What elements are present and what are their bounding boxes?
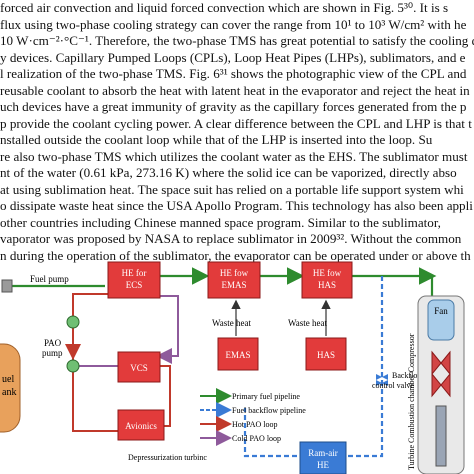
paragraph-line: 10 W·cm⁻²·°C⁻¹. Therefore, the two-phase… (0, 33, 474, 48)
pao-pump-label-2: pump (42, 348, 63, 358)
fan-icon (427, 299, 455, 341)
hot-pao-loop (65, 293, 171, 432)
he-emas-label-1: HE fow (220, 268, 249, 278)
fuel-tank-label-2: ank (2, 387, 16, 398)
waste-heat-label-1: Waste heat (212, 318, 252, 328)
paragraph-line: other countries including Chinese manned… (0, 214, 441, 230)
legend-label: Primary fuel pipeline (232, 392, 300, 401)
paragraph-line: n during the operation of the sublimator… (0, 247, 471, 263)
emas-box: EMAS (217, 337, 259, 371)
avionics-box: Avionics (117, 409, 165, 441)
body-paragraph: forced air convection and liquid forced … (0, 0, 474, 263)
ram-air-he-box: Ram-air HE (299, 441, 347, 474)
fuel-pump-icon (1, 279, 13, 293)
waste-heat-label-2: Waste heat (288, 318, 328, 328)
has-box: HAS (305, 337, 347, 371)
primary-fuel-pipeline (8, 267, 437, 306)
he-for-emas-box: HE fow EMAS (207, 261, 261, 299)
backflow-valve-label-1: Backflow (392, 371, 423, 380)
fan-label: Fan (434, 306, 448, 316)
paragraph-line: vaporator was proposed by NASA to replac… (0, 231, 462, 246)
he-has-label-1: HE fow (313, 268, 342, 278)
paragraph-line: re also two-phase TMS which utilizes the… (0, 148, 468, 164)
paragraph-line: l realization of the two-phase TMS. Fig.… (0, 66, 467, 81)
waste-heat-arrows (231, 299, 331, 336)
has-label: HAS (317, 350, 335, 360)
ram-air-label-2: HE (317, 460, 329, 470)
paragraph-line: o dissipate waste heat since the USA Apo… (0, 198, 473, 213)
avionics-label: Avionics (125, 421, 157, 431)
tms-diagram: Fuel pump uel ank PAO pump HE for ECS HE… (0, 261, 465, 474)
paragraph-line: nt of the water (0.61 kPa, 273.16 K) whe… (0, 165, 457, 180)
backflow-valve-label-2: control valve (372, 381, 414, 390)
paragraph-line: forced air convection and liquid forced … (0, 0, 449, 15)
paragraph-line: uch devices have a great immunity of gra… (0, 99, 467, 114)
he-ecs-label-2: ECS (126, 280, 143, 290)
backflow-control-valve-icon (376, 374, 388, 386)
paragraph-line: y devices. Capillary Pumped Loops (CPLs)… (0, 49, 466, 65)
he-emas-label-2: EMAS (221, 280, 246, 290)
ram-air-label-1: Ram-air (308, 448, 338, 458)
legend-label: Hot PAO loop (232, 420, 278, 429)
he-has-label-2: HAS (318, 280, 336, 290)
fuel-backflow-pipeline (243, 276, 384, 458)
cold-pao-loop (73, 295, 179, 367)
he-for-ecs-box: HE for ECS (107, 261, 161, 299)
pao-pump-icon (66, 359, 80, 373)
pao-pump-label-1: PAO (44, 338, 62, 348)
compressor-turbine-icon (431, 350, 451, 398)
pao-pump-icon (66, 315, 80, 329)
paragraph-line: at using sublimation heat. The space sui… (0, 181, 464, 197)
paragraph-line: reusable coolant to absorb the heat with… (0, 82, 470, 98)
fuel-tank: uel ank (0, 343, 21, 433)
depressurization-turbine-label: Depressurization turbinc (128, 453, 207, 462)
legend-label: Cold PAO loop (232, 434, 281, 443)
fuel-pump-label: Fuel pump (30, 274, 69, 284)
fuel-tank-label-1: uel (2, 374, 14, 385)
he-for-has-box: HE fow HAS (301, 261, 353, 299)
legend: Primary fuel pipeline Fuel backflow pipe… (200, 388, 306, 446)
he-ecs-label-1: HE for (122, 268, 147, 278)
vcs-label: VCS (130, 363, 148, 373)
engine-assembly: Fan Turbine Combustion chamber Compresso… (407, 295, 465, 474)
emas-label: EMAS (225, 350, 250, 360)
paragraph-line: flux using two-phase cooling strategy ca… (0, 16, 467, 32)
engine-section-label: Turbine Combustion chamber Compressor (407, 333, 416, 470)
vcs-box: VCS (117, 351, 161, 383)
paragraph-line: p provide the coolant cycling power. A c… (0, 115, 472, 131)
paragraph-line: nstalled outside the coolant loop while … (0, 132, 433, 147)
legend-label: Fuel backflow pipeline (232, 406, 306, 415)
